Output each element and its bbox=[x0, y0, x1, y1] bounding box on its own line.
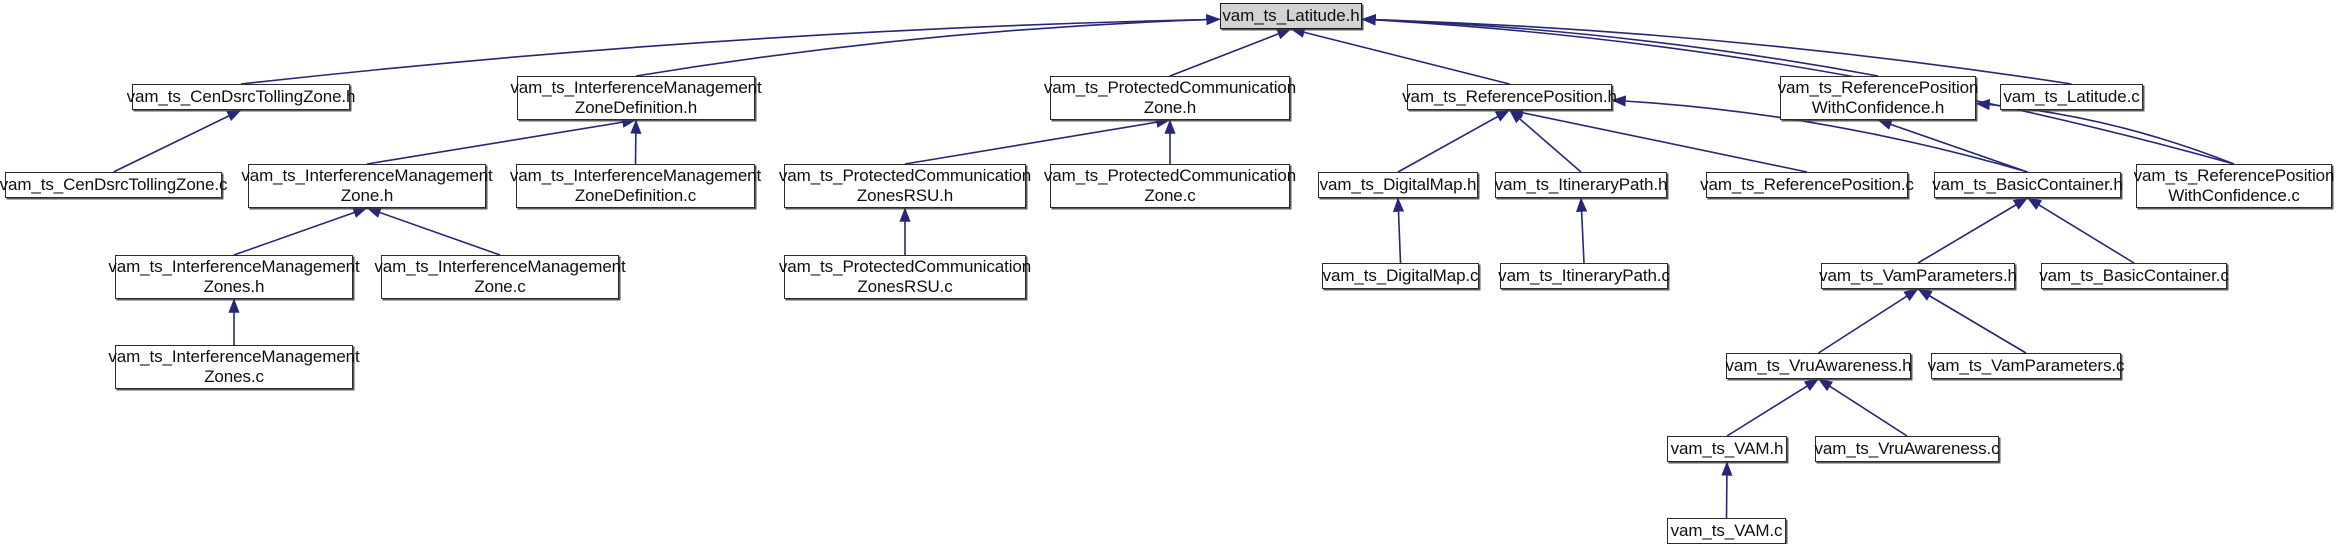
graph-edge bbox=[233, 207, 368, 256]
graph-node[interactable]: vam_ts_CenDsrcTollingZone.h bbox=[127, 84, 356, 110]
graph-node[interactable]: vam_ts_VamParameters.h bbox=[1819, 263, 2017, 289]
graph-node[interactable]: vam_ts_VAM.h bbox=[1667, 436, 1787, 462]
graph-edge bbox=[1361, 14, 2072, 85]
graph-edge bbox=[1397, 109, 1511, 173]
graph-node[interactable]: vam_ts_BasicContainer.c bbox=[2039, 263, 2229, 289]
graph-node[interactable]: vam_ts_ItineraryPath.h bbox=[1495, 172, 1667, 198]
graph-edge bbox=[1508, 109, 1582, 173]
graph-edge bbox=[1508, 107, 1808, 173]
graph-node[interactable]: vam_ts_InterferenceManagement Zones.c bbox=[108, 345, 360, 389]
graph-edge bbox=[240, 13, 1221, 85]
graph-node[interactable]: vam_ts_ProtectedCommunication ZonesRSU.c bbox=[779, 255, 1031, 299]
graph-node[interactable]: vam_ts_ReferencePosition.h bbox=[1402, 84, 1617, 110]
graph-edge bbox=[1392, 197, 1405, 264]
graph-node[interactable]: vam_ts_BasicContainer.h bbox=[1932, 172, 2123, 198]
graph-edge bbox=[113, 109, 242, 173]
graph-node[interactable]: vam_ts_VamParameters.c bbox=[1928, 353, 2125, 379]
graph-edge bbox=[1290, 26, 1510, 85]
graph-node[interactable]: vam_ts_VAM.c bbox=[1667, 518, 1786, 544]
graph-edge bbox=[1818, 288, 1919, 354]
graph-edge bbox=[630, 119, 642, 165]
graph-edge bbox=[1726, 378, 1820, 437]
graph-node[interactable]: vam_ts_ItineraryPath.c bbox=[1498, 263, 1670, 289]
graph-edge bbox=[1169, 28, 1292, 77]
graph-node[interactable]: vam_ts_ReferencePosition WithConfidence.… bbox=[1778, 76, 1978, 120]
graph-edge bbox=[635, 14, 1221, 77]
graph-node[interactable]: vam_ts_ProtectedCommunication Zone.h bbox=[1044, 76, 1296, 120]
graph-edge bbox=[1917, 197, 2029, 264]
graph-node[interactable]: vam_ts_InterferenceManagement ZoneDefini… bbox=[510, 76, 762, 120]
graph-edge bbox=[1817, 378, 1908, 437]
graph-node[interactable]: vam_ts_ProtectedCommunication Zone.c bbox=[1044, 164, 1296, 208]
graph-node[interactable]: vam_ts_VruAwareness.c bbox=[1815, 436, 2000, 462]
graph-node[interactable]: vam_ts_DigitalMap.h bbox=[1318, 172, 1478, 198]
graph-node[interactable]: vam_ts_ProtectedCommunication ZonesRSU.h bbox=[779, 164, 1031, 208]
graph-node[interactable]: vam_ts_ReferencePosition WithConfidence.… bbox=[2134, 164, 2334, 208]
graph-node[interactable]: vam_ts_Latitude.c bbox=[2000, 84, 2143, 110]
graph-node-root[interactable]: vam_ts_Latitude.h bbox=[1220, 3, 1362, 29]
graph-edge bbox=[1361, 14, 1879, 77]
graph-edge bbox=[2026, 197, 2135, 264]
graph-node[interactable]: vam_ts_InterferenceManagement Zones.h bbox=[108, 255, 360, 299]
graph-node[interactable]: vam_ts_InterferenceManagement Zone.c bbox=[374, 255, 626, 299]
graph-edge bbox=[1576, 197, 1588, 264]
graph-node[interactable]: vam_ts_InterferenceManagement ZoneDefini… bbox=[510, 164, 761, 208]
graph-edge bbox=[1917, 288, 2027, 354]
graph-node[interactable]: vam_ts_InterferenceManagement Zone.h bbox=[241, 164, 493, 208]
graph-edge bbox=[904, 116, 1171, 165]
graph-edge bbox=[1975, 98, 2235, 165]
graph-node[interactable]: vam_ts_ReferencePosition.c bbox=[1700, 172, 1914, 198]
graph-edge bbox=[366, 207, 501, 256]
graph-edge bbox=[1877, 119, 2028, 173]
graph-node[interactable]: vam_ts_VruAwareness.h bbox=[1726, 353, 1912, 379]
graph-node[interactable]: vam_ts_DigitalMap.c bbox=[1322, 263, 1479, 289]
graph-node[interactable]: vam_ts_CenDsrcTollingZone.c bbox=[0, 172, 228, 198]
graph-edge bbox=[366, 116, 637, 165]
graph-edge bbox=[1721, 461, 1733, 519]
